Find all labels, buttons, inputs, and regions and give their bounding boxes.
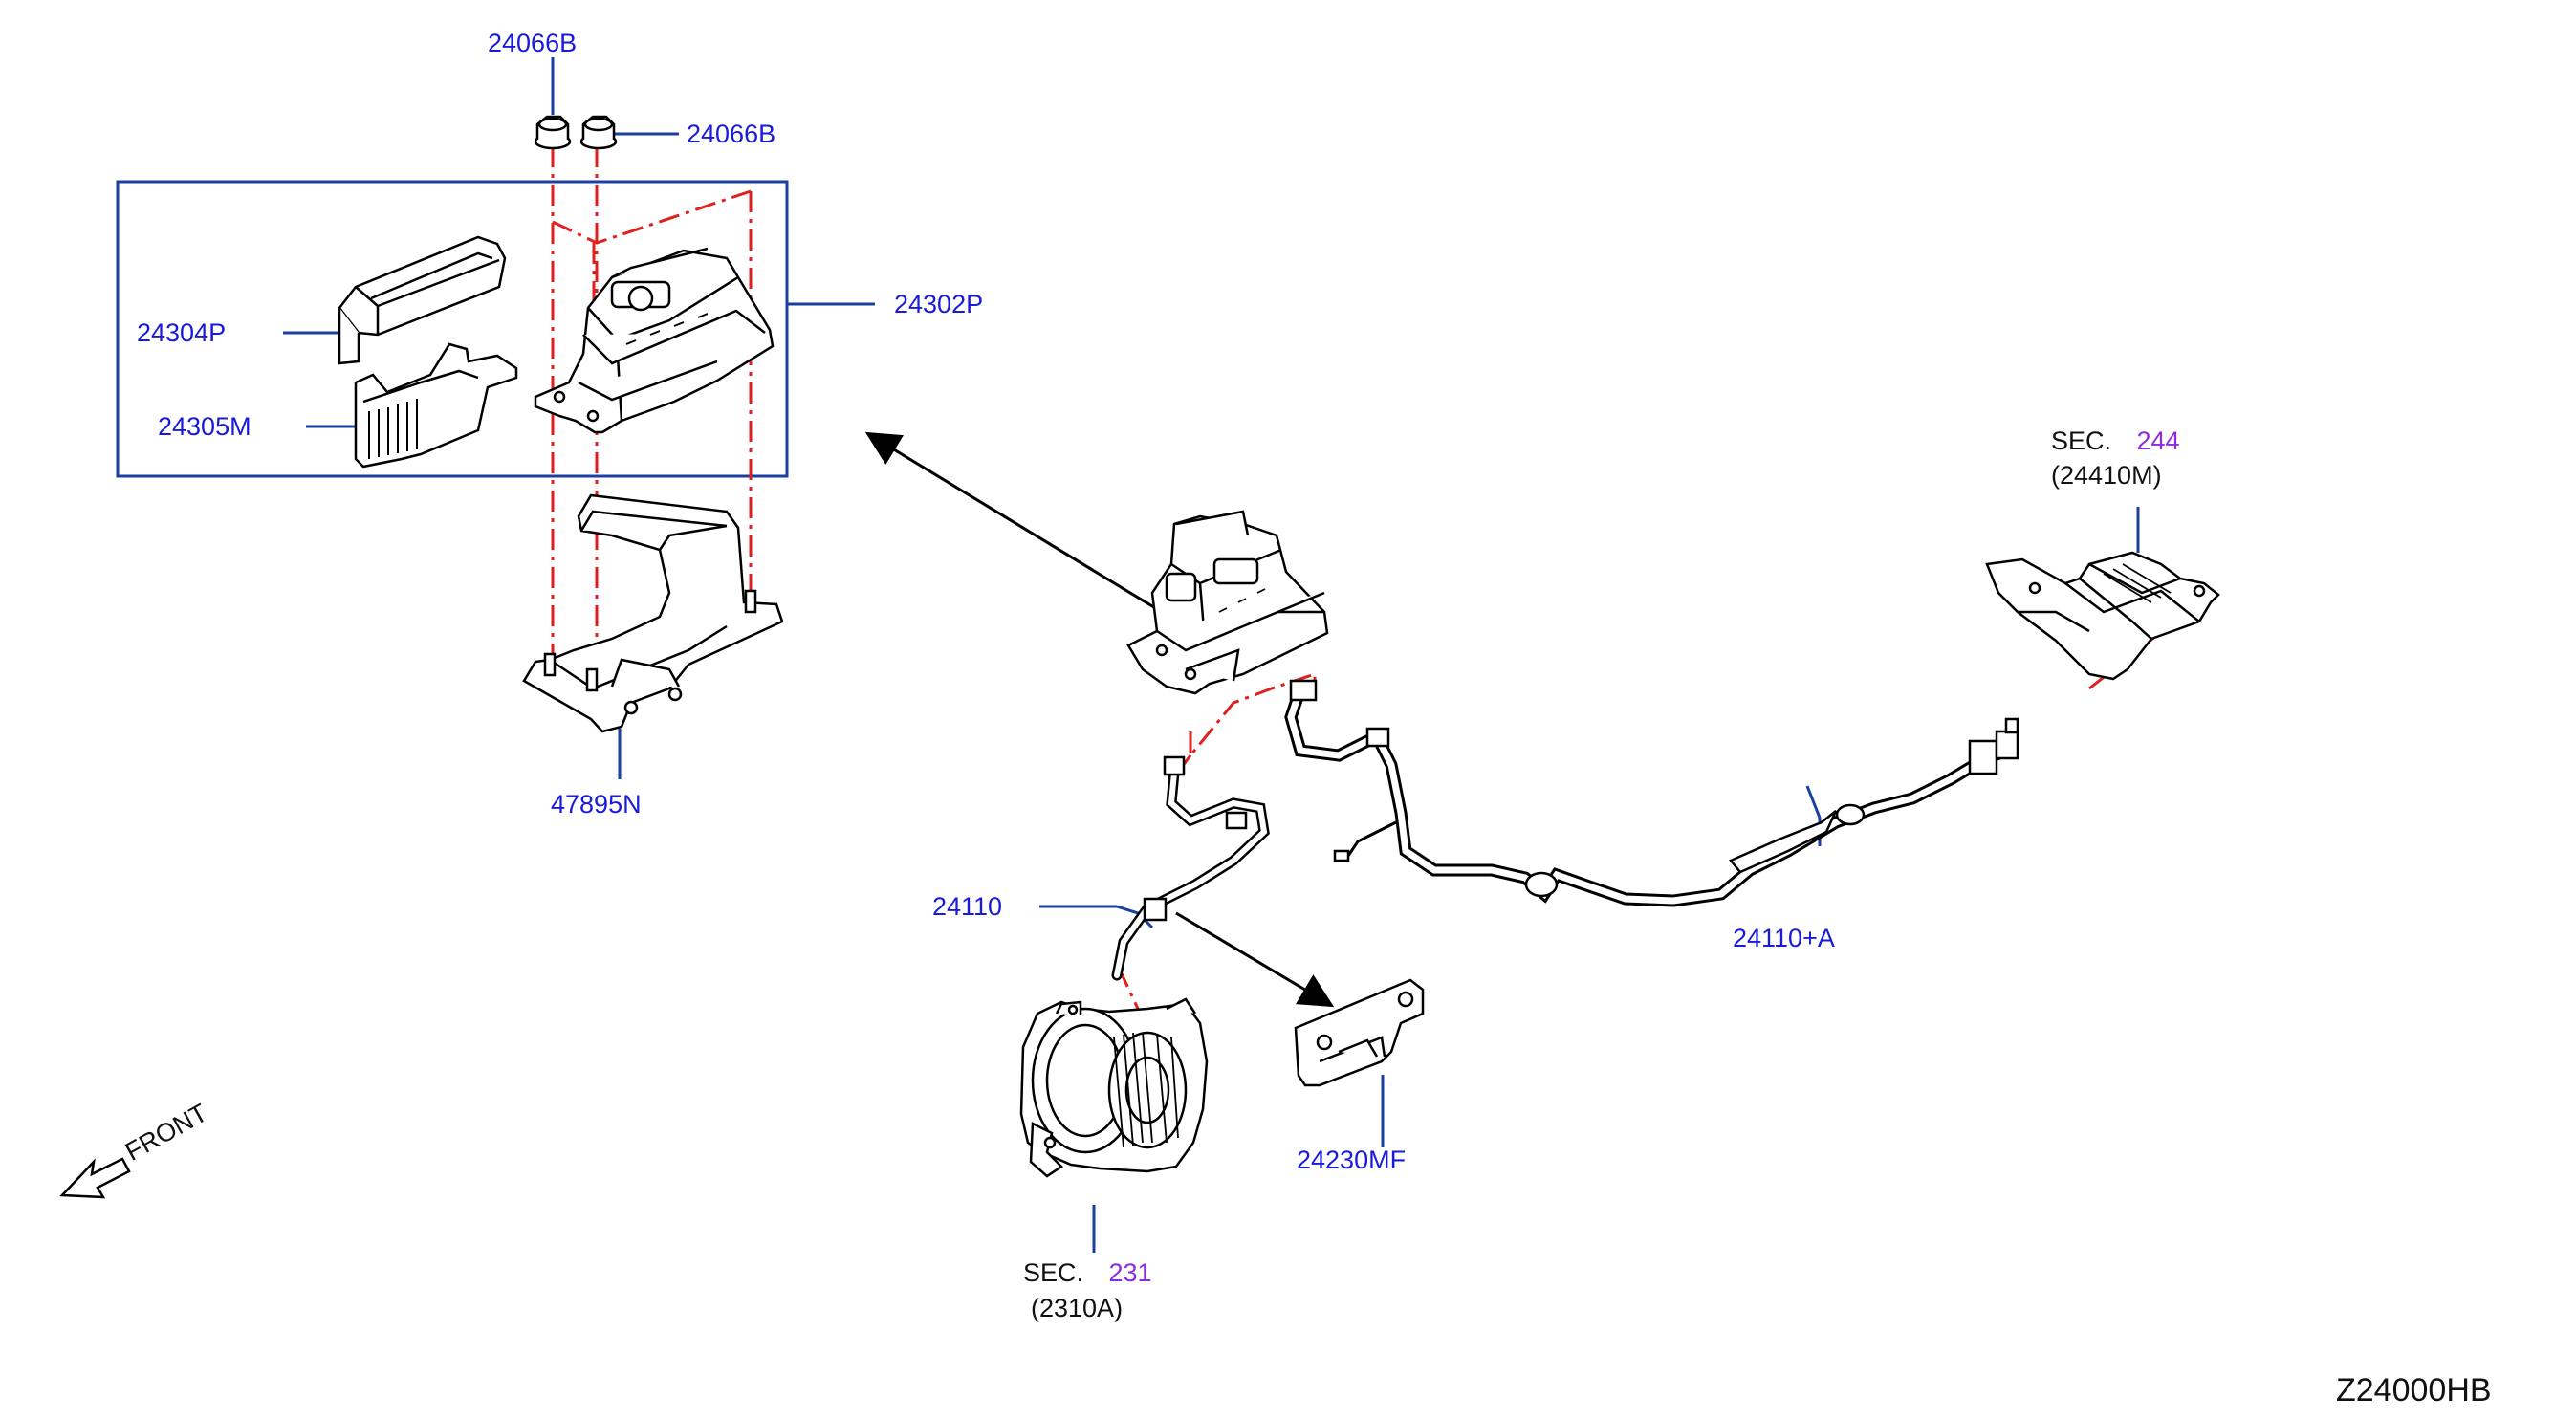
lower-bracket-part bbox=[522, 493, 784, 733]
bolt-right bbox=[579, 115, 618, 150]
diagram-code: Z24000HB bbox=[2336, 1372, 2492, 1408]
sec244-bracket-part bbox=[1985, 551, 2220, 681]
arrows bbox=[864, 431, 1335, 1008]
label-bolt-top: 24066B bbox=[488, 29, 578, 57]
sec231-sub: (2310A) bbox=[1031, 1294, 1124, 1322]
sec244-number: 244 bbox=[2136, 426, 2180, 455]
sec231-reference: SEC. 231 bbox=[1023, 1260, 1152, 1286]
label-alternator-harness: 24110 bbox=[932, 892, 1003, 921]
label-small-bracket: 24230MF bbox=[1297, 1146, 1407, 1174]
sec231-number: 231 bbox=[1108, 1258, 1152, 1287]
label-lower-bracket: 47895N bbox=[551, 790, 642, 819]
front-arrow-icon bbox=[59, 1157, 131, 1199]
assembly-box bbox=[116, 180, 789, 478]
alternator-part bbox=[1019, 997, 1209, 1178]
bolt-left bbox=[534, 115, 572, 150]
sec244-reference: SEC. 244 bbox=[2051, 428, 2180, 454]
label-main-harness: 24110+A bbox=[1733, 924, 1835, 952]
dash-chains bbox=[551, 146, 2157, 1038]
small-bracket-part bbox=[1294, 978, 1425, 1087]
fuse-block-part bbox=[534, 247, 775, 434]
alternator-harness-part bbox=[1111, 755, 1270, 981]
label-bolt-side: 24066B bbox=[687, 120, 776, 148]
sec231-prefix: SEC. bbox=[1023, 1258, 1084, 1287]
sec244-prefix: SEC. bbox=[2051, 426, 2112, 455]
label-fuse-assembly: 24302P bbox=[894, 290, 984, 318]
fuse-cover-part bbox=[338, 235, 507, 365]
assembled-fuse-block bbox=[1126, 510, 1329, 695]
sec244-sub: (24410M) bbox=[2051, 461, 2162, 490]
label-fuse-cover: 24304P bbox=[137, 318, 227, 347]
main-harness-part bbox=[1284, 679, 2019, 907]
fuse-bracket-part bbox=[354, 342, 518, 469]
label-fuse-bracket: 24305M bbox=[158, 412, 251, 441]
